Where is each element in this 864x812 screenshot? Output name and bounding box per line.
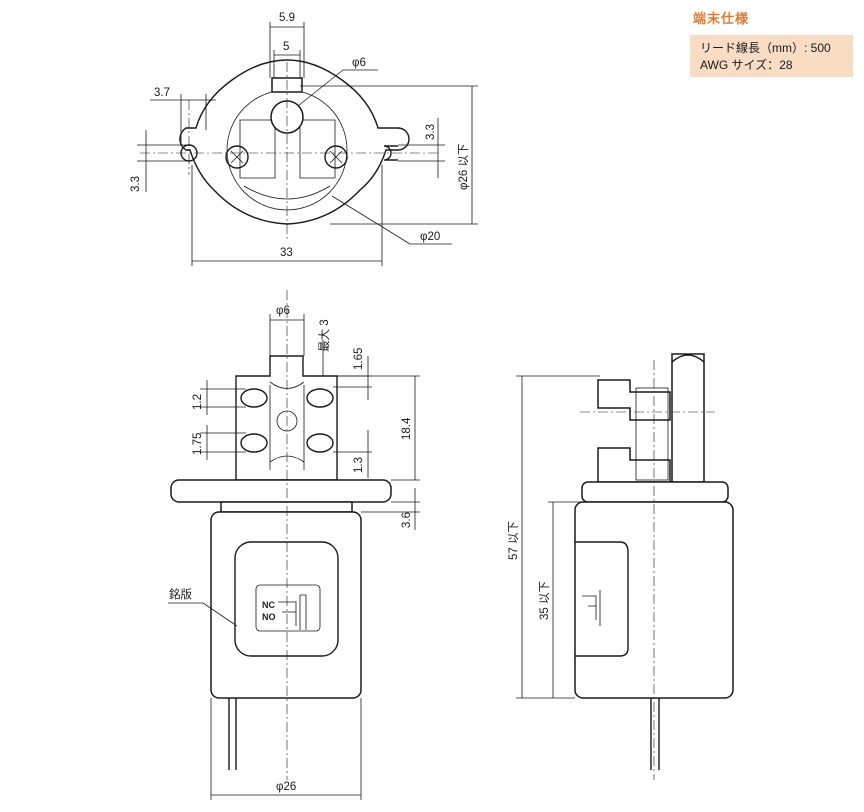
side-switch-symbol (582, 590, 601, 626)
terminal-post (671, 353, 705, 483)
dim-phi26-max-label: φ26 以下 (457, 144, 470, 190)
dim-35-max-label: 35 以下 (538, 581, 551, 620)
side-view: 57 以下 35 以下 (507, 353, 734, 780)
dim-5-9-label: 5.9 (279, 12, 295, 24)
terminal-marking-box (255, 584, 321, 632)
right-cavity (299, 119, 336, 179)
terminal-post-top (671, 354, 705, 363)
front-view: NC NO φ6 最大 3 1.65 1.2 1.75 1.3 (168, 290, 420, 800)
dim-57-max-label: 57 以下 (507, 521, 520, 560)
dim-1-65-label: 1.65 (353, 348, 365, 370)
nameplate-label-no: NO (262, 612, 276, 622)
nameplate (234, 541, 339, 657)
upper-left-hole (240, 388, 268, 408)
dim-33-label: 33 (280, 247, 293, 259)
lower-cavity-arc (243, 185, 331, 200)
upper-terminal-lug (597, 379, 671, 421)
spec-title: 端末仕様 (693, 11, 750, 26)
dim-phi20-label: φ20 (420, 231, 440, 243)
dim-max3-label: 最大 3 (317, 319, 331, 352)
lower-terminal-lug (597, 447, 671, 483)
spec-awg-size: AWG サイズ：28 (700, 58, 793, 72)
top-view: 5.9 5 φ6 3.7 3.3 3.3 φ26 以下 φ20 (130, 12, 478, 266)
spec-lead-length: リード線長（mm）: 500 (700, 41, 831, 55)
left-cavity (239, 119, 276, 179)
left-screw-head (225, 145, 249, 169)
right-mounting-slot (383, 145, 398, 161)
dim-1-3-label: 1.3 (353, 457, 365, 473)
flange-neck (220, 501, 353, 513)
nameplate-label-nc: NC (262, 600, 275, 610)
nameplate-label: 銘版 (169, 587, 192, 601)
dim-1-75-label: 1.75 (192, 433, 204, 455)
side-flange (581, 481, 729, 503)
lower-right-hole (306, 433, 334, 453)
nameplate-switch-symbol (278, 594, 307, 630)
right-screw-head (324, 145, 348, 169)
dim-3-7-label: 3.7 (154, 87, 170, 99)
terminal-housing (635, 387, 669, 481)
mounting-flange (170, 479, 392, 503)
dim-3-3-right-label: 3.3 (425, 124, 437, 140)
spec-box (690, 35, 853, 77)
side-nameplate-edge (575, 541, 629, 657)
nameplate-leader (202, 602, 238, 627)
dim-1-2-label: 1.2 (192, 394, 204, 410)
upper-right-hole (306, 388, 334, 408)
dim-front-phi6-label: φ6 (276, 305, 290, 317)
dim-3-6-label: 3.6 (401, 512, 413, 528)
lower-left-hole (240, 433, 268, 453)
dim-bottom-phi26-label: φ26 (276, 781, 296, 793)
terminal-block-outline (235, 355, 338, 481)
dim-5-label: 5 (283, 41, 289, 53)
dim-phi6-label: φ6 (352, 57, 366, 69)
main-body (210, 511, 362, 699)
dim-3-3-left-label: 3.3 (130, 176, 142, 192)
dim-phi6-leader (297, 69, 344, 107)
dim-phi20-leader (331, 195, 411, 245)
dim-18-4-label: 18.4 (401, 417, 413, 440)
